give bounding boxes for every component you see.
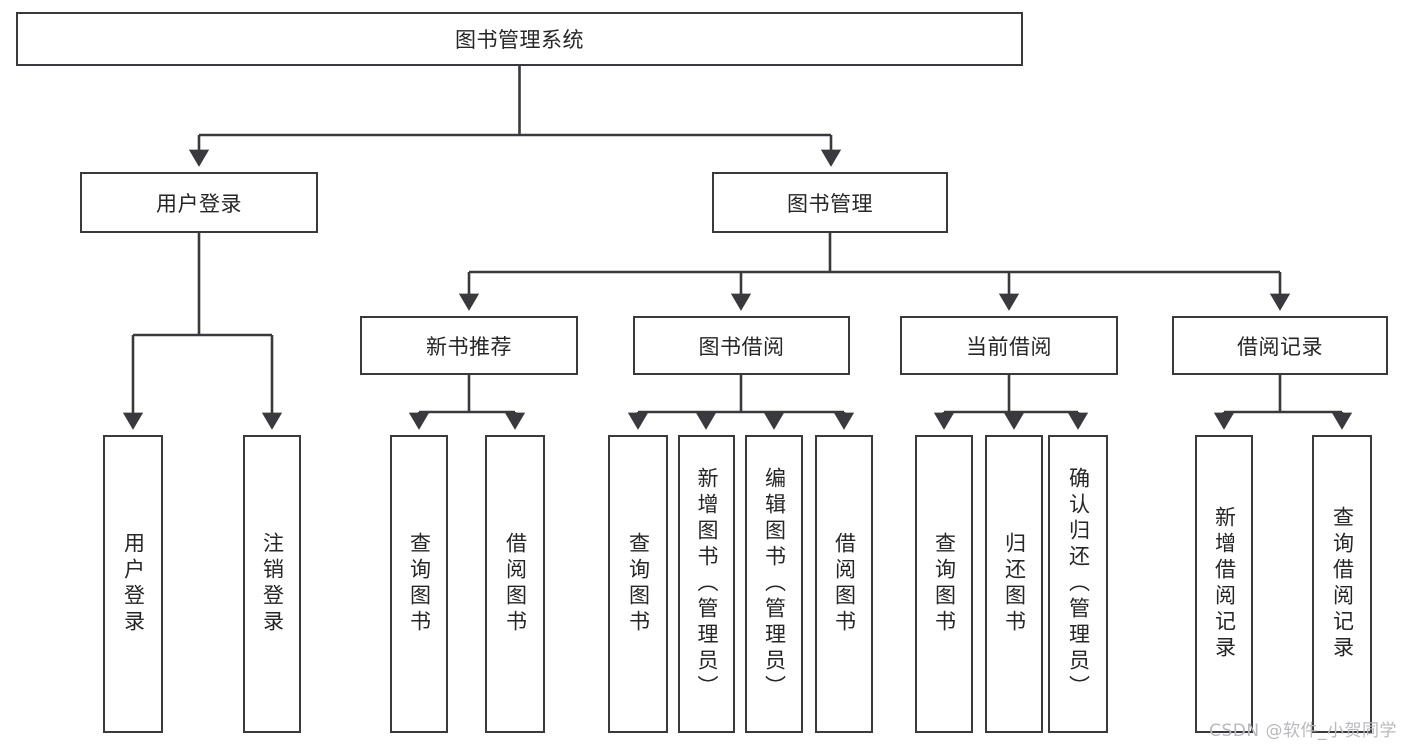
node-current-borrow[interactable]: 当前借阅 — [900, 316, 1118, 375]
leaf-query-borrow-record[interactable]: 查询借阅记录 — [1312, 435, 1372, 733]
node-book-management-label: 图书管理 — [787, 191, 873, 216]
leaf-return-book[interactable]: 归还图书 — [985, 435, 1043, 733]
node-root[interactable]: 图书管理系统 — [16, 12, 1023, 66]
node-borrow-record-label: 借阅记录 — [1237, 334, 1323, 359]
leaf-query-book-nbr[interactable]: 查询图书 — [390, 435, 448, 733]
node-book-borrow-label: 图书借阅 — [698, 334, 785, 359]
leaf-confirm-return-admin-label: 确认归还（管理员） — [1066, 467, 1091, 701]
leaf-borrow-book-bb-label: 借阅图书 — [832, 532, 857, 636]
node-user-login-label: 用户登录 — [156, 191, 242, 216]
leaf-borrow-book-nbr-label: 借阅图书 — [503, 532, 528, 636]
leaf-return-book-label: 归还图书 — [1002, 532, 1027, 636]
leaf-add-borrow-record[interactable]: 新增借阅记录 — [1195, 435, 1253, 733]
leaf-logout[interactable]: 注销登录 — [243, 435, 301, 733]
leaf-user-login-label: 用户登录 — [121, 532, 146, 636]
node-current-borrow-label: 当前借阅 — [966, 334, 1052, 359]
node-book-management[interactable]: 图书管理 — [712, 172, 948, 233]
leaf-edit-book-admin[interactable]: 编辑图书（管理员） — [745, 435, 803, 733]
node-user-login[interactable]: 用户登录 — [80, 172, 318, 233]
node-new-book-recommend[interactable]: 新书推荐 — [360, 316, 578, 375]
node-book-borrow[interactable]: 图书借阅 — [633, 316, 850, 375]
leaf-borrow-book-bb[interactable]: 借阅图书 — [815, 435, 873, 733]
leaf-query-book-nbr-label: 查询图书 — [407, 532, 432, 636]
leaf-edit-book-admin-label: 编辑图书（管理员） — [762, 467, 787, 701]
leaf-logout-label: 注销登录 — [260, 532, 285, 636]
leaf-query-borrow-record-label: 查询借阅记录 — [1330, 506, 1355, 662]
leaf-add-borrow-record-label: 新增借阅记录 — [1212, 506, 1237, 662]
leaf-confirm-return-admin[interactable]: 确认归还（管理员） — [1048, 435, 1108, 733]
leaf-add-book-admin-label: 新增图书（管理员） — [695, 467, 719, 701]
leaf-query-book-bb[interactable]: 查询图书 — [608, 435, 668, 733]
node-new-book-recommend-label: 新书推荐 — [426, 334, 512, 359]
leaf-query-book-bb-label: 查询图书 — [626, 532, 651, 636]
node-root-label: 图书管理系统 — [455, 28, 584, 52]
leaf-user-login[interactable]: 用户登录 — [103, 435, 163, 733]
leaf-query-book-cb-label: 查询图书 — [932, 532, 957, 636]
node-borrow-record[interactable]: 借阅记录 — [1172, 316, 1388, 375]
leaf-query-book-cb[interactable]: 查询图书 — [915, 435, 973, 733]
leaf-add-book-admin[interactable]: 新增图书（管理员） — [678, 435, 735, 733]
leaf-borrow-book-nbr[interactable]: 借阅图书 — [485, 435, 545, 733]
